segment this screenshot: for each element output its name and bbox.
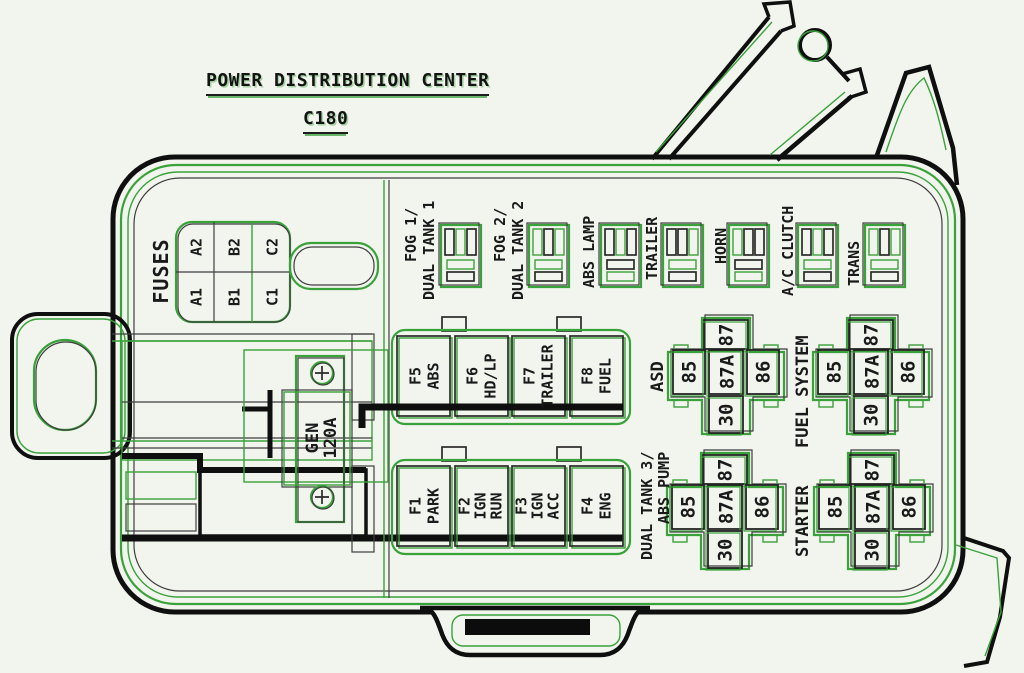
relay-label: DUAL TANK 3/	[638, 452, 656, 560]
bottom-tab-slot	[465, 619, 590, 635]
relay-pin: 87A	[717, 354, 739, 389]
relay-dual-tank3-abs-pump: 87 87A 85 86 30	[665, 449, 787, 571]
relay-starter: 87 87A 85 86 30	[812, 449, 934, 571]
relay-pin: 85	[679, 361, 701, 384]
relay-pin: 87	[716, 324, 738, 347]
relay-fuel-system: 87 87A 85 86 30	[811, 314, 933, 436]
relay-label: FUEL SYSTEM	[793, 335, 813, 448]
relay-pin: 86	[752, 496, 774, 519]
mini-fuse-label: DUAL TANK 2	[509, 201, 527, 300]
fuse-grid-title: FUSES	[149, 238, 173, 303]
enclosure-outline	[110, 154, 966, 658]
latch-flap	[873, 64, 960, 186]
relay-pin: 87	[862, 459, 884, 482]
fuse-id: F5	[406, 367, 424, 385]
latch-lever	[650, 0, 960, 186]
relay-pin: 85	[824, 361, 846, 384]
fuse-id: F7	[520, 367, 538, 385]
relay-pin: 85	[825, 496, 847, 519]
fuse-circuit: ABS	[424, 362, 442, 389]
fuse-id: F8	[578, 367, 596, 385]
fuse-grid: FUSES A2 B2 C2 A1 B1 C1	[149, 220, 380, 324]
bracket-slot	[32, 338, 98, 432]
fuse-circuit: IGN	[471, 492, 489, 519]
fuse-grid-handle	[288, 241, 380, 291]
relay-pin: 86	[898, 361, 920, 384]
relay-pin: 30	[861, 404, 883, 427]
relay-pin: 86	[899, 496, 921, 519]
relay-pin: 30	[715, 539, 737, 562]
mini-fuse-label: TRAILER	[643, 216, 661, 280]
fuse-row-lower: F1 PARK F2 IGN RUN F3 IGN ACC F4 ENG	[390, 446, 632, 556]
fuse-cell-label: A1	[187, 288, 205, 306]
mini-fuse-label: TRANS	[845, 241, 863, 286]
relay-label: ASD	[648, 361, 668, 392]
mini-fuse-symbol	[526, 222, 571, 289]
fuse-cell-label: C1	[263, 288, 281, 306]
fuse-cell-label: A2	[187, 238, 205, 256]
fuse-id: F1	[406, 497, 424, 515]
fuse-id: F6	[463, 367, 481, 385]
fuse-circuit: ENG	[596, 492, 614, 519]
relay-asd: 87 87A 85 86 30	[666, 314, 788, 436]
mini-fuse-symbol	[438, 222, 483, 289]
gen-screw-terminal	[309, 360, 335, 386]
mini-fuse-label: DUAL TANK 1	[420, 201, 438, 300]
fuse-id: F2	[455, 497, 473, 515]
fuse-id: F4	[578, 497, 596, 515]
mini-fuse-symbol	[726, 222, 771, 289]
mini-fuse-label: A/C CLUTCH	[779, 206, 797, 296]
gen-screw-terminal	[309, 484, 335, 510]
mini-fuse-symbol	[598, 222, 643, 289]
lower-right-bracket	[955, 535, 1012, 668]
relay-pin: 30	[862, 539, 884, 562]
relay-label: ABS PUMP	[655, 452, 673, 524]
mini-fuse-row: FOG 1/ DUAL TANK 1 FOG 2/ DUAL TANK 2 AB…	[402, 201, 907, 300]
mini-fuse-label: ABS LAMP	[580, 216, 598, 288]
relay-pin: 86	[753, 361, 775, 384]
mini-fuse-symbol	[660, 222, 705, 289]
relay-label: STARTER	[793, 485, 813, 557]
page-title: POWER DISTRIBUTION CENTER	[206, 70, 490, 96]
inner-wall-lines	[242, 180, 390, 598]
fuse-row-upper: F5 ABS F6 HD/LP F7 TRAILER F8 FUEL	[358, 316, 632, 428]
mini-fuse-label: FOG 1/	[402, 208, 420, 262]
relay-pin: 87A	[862, 354, 884, 389]
relay-pin: 85	[678, 496, 700, 519]
fuse-id: F3	[512, 497, 530, 515]
left-connector-lower	[122, 468, 623, 542]
gen-fuse-label: 120A	[321, 418, 341, 459]
relay-pin: 87	[715, 459, 737, 482]
fuse-circuit: IGN	[528, 492, 546, 519]
gen-fuse: GEN 120A	[243, 349, 389, 524]
relay-pin: 87A	[716, 489, 738, 524]
fuse-circuit: TRAILER	[538, 343, 556, 407]
fuse-circuit: ACC	[544, 492, 562, 519]
mini-fuse-label: HORN	[712, 228, 730, 264]
fuse-circuit: PARK	[424, 488, 442, 524]
relay-pin: 30	[716, 404, 738, 427]
fuse-circuit: RUN	[487, 492, 505, 519]
relay-pin: 87A	[863, 489, 885, 524]
fuse-cell-label: B2	[225, 238, 243, 256]
relay-pin: 87	[861, 324, 883, 347]
mini-fuse-label: FOG 2/	[491, 208, 509, 262]
connector-id-label: C180	[303, 108, 349, 134]
fuse-cell-label: C2	[263, 238, 281, 256]
lever-pivot	[798, 28, 832, 62]
fuse-circuit: HD/LP	[481, 353, 499, 398]
mini-fuse-symbol	[862, 222, 907, 289]
fuse-cell-label: B1	[225, 288, 243, 306]
gen-fuse-label: GEN	[303, 423, 323, 454]
mini-fuse-symbol	[795, 222, 840, 289]
fuse-circuit: FUEL	[596, 358, 614, 394]
